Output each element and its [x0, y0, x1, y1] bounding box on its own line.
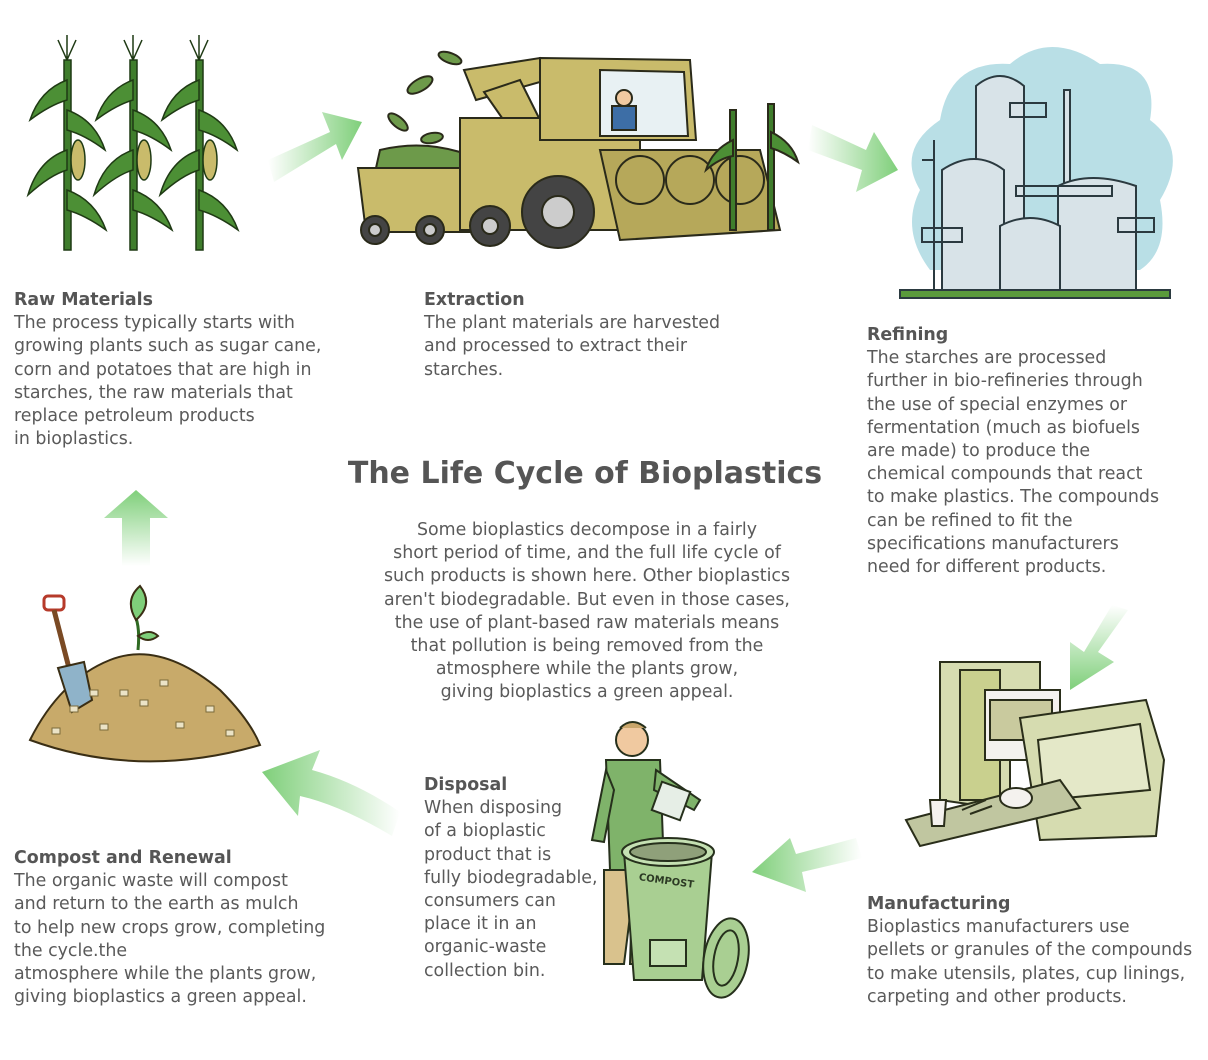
intro-paragraph: Some bioplastics decompose in a fairly s… — [383, 520, 791, 703]
stage-refining: Refining The starches are processed furt… — [867, 324, 1197, 579]
compost-pile-icon — [28, 584, 262, 763]
extraction-heading: Extraction — [424, 290, 525, 310]
corn-plants-icon — [26, 35, 240, 251]
stage-raw-materials: Raw Materials The process typically star… — [14, 289, 344, 451]
raw-materials-text: The process typically starts with growin… — [14, 313, 322, 450]
arrow-disposal-to-compost — [262, 750, 400, 836]
diagram-title: The Life Cycle of Bioplastics — [347, 456, 823, 491]
compost-heading: Compost and Renewal — [14, 848, 232, 868]
arrow-compost-to-raw — [104, 490, 168, 566]
refining-heading: Refining — [867, 325, 949, 345]
factory-conveyor-icon — [904, 661, 1166, 848]
refinery-icon — [899, 47, 1173, 299]
compost-text: The organic waste will compost and retur… — [14, 871, 326, 1008]
stage-compost-renewal: Compost and Renewal The organic waste wi… — [14, 847, 354, 1009]
compost-bin-icon — [590, 721, 750, 999]
raw-materials-heading: Raw Materials — [14, 290, 153, 310]
stage-disposal: Disposal When disposing of a bioplastic … — [424, 774, 614, 983]
arrow-extraction-to-refining — [808, 125, 898, 192]
refining-text: The starches are processed further in bi… — [867, 348, 1160, 578]
extraction-text: The plant materials are harvested and pr… — [424, 313, 721, 380]
stage-extraction: Extraction The plant materials are harve… — [424, 289, 754, 382]
manufacturing-text: Bioplastics manufacturers use pellets or… — [867, 917, 1193, 1007]
arrow-refining-to-manufacturing — [1070, 605, 1128, 690]
stage-manufacturing: Manufacturing Bioplastics manufacturers … — [867, 893, 1203, 1009]
arrow-manufacturing-to-disposal — [752, 838, 862, 892]
manufacturing-heading: Manufacturing — [867, 894, 1011, 914]
arrow-raw-to-extraction — [268, 112, 362, 182]
harvester-icon — [356, 50, 800, 249]
disposal-text: When disposing of a bioplastic product t… — [424, 798, 598, 981]
disposal-heading: Disposal — [424, 775, 508, 795]
